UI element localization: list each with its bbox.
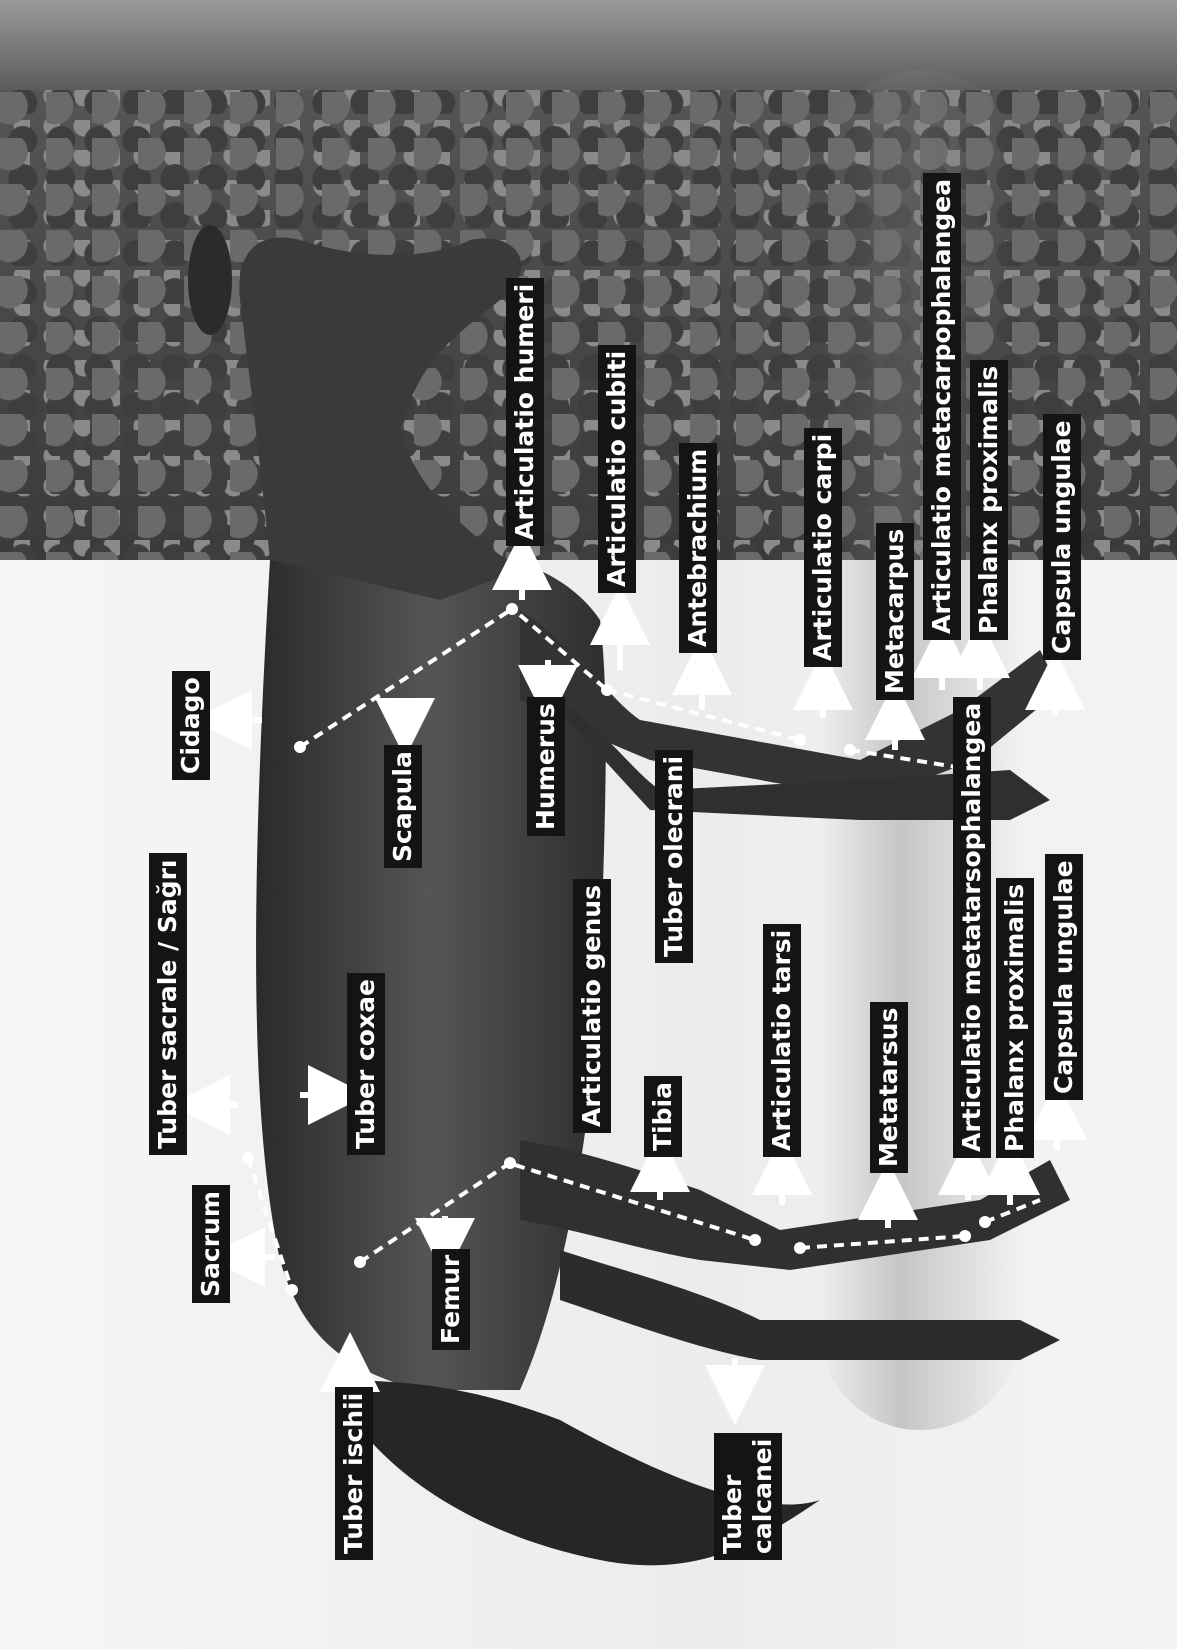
label-tuber-coxae: Tuber coxae bbox=[347, 973, 385, 1155]
label-humerus: Humerus bbox=[527, 697, 565, 836]
label-articulatio-genus: Articulatio genus bbox=[573, 879, 611, 1133]
label-tuber-olecrani: Tuber olecrani bbox=[655, 750, 693, 963]
label-tuber-ischii: Tuber ischii bbox=[335, 1387, 373, 1560]
label-scapula: Scapula bbox=[384, 745, 422, 868]
label-femur: Femur bbox=[432, 1249, 470, 1350]
label-articulatio-metatarsophalangea: Articulatio metatarsophalangea bbox=[953, 697, 991, 1158]
label-tuber-sacrale: Tuber sacrale / Sağrı bbox=[149, 854, 187, 1156]
label-articulatio-carpi: Articulatio carpi bbox=[804, 428, 842, 667]
label-articulatio-tarsi: Articulatio tarsi bbox=[763, 924, 801, 1157]
label-antebrachium: Antebrachium bbox=[679, 443, 717, 653]
label-tuber-calcanei-line1: Tuber bbox=[718, 1439, 748, 1554]
label-articulatio-metacarpophalangea: Articulatio metacarpophalangea bbox=[923, 173, 961, 640]
label-capsula-ungulae-hind: Capsula ungulae bbox=[1045, 854, 1083, 1100]
label-phalanx-proximalis-hind: Phalanx proximalis bbox=[996, 878, 1034, 1158]
label-metacarpus: Metacarpus bbox=[876, 523, 914, 700]
label-sacrum: Sacrum bbox=[192, 1185, 230, 1303]
label-tuber-calcanei-line2: calcanei bbox=[748, 1439, 778, 1554]
label-tibia: Tibia bbox=[644, 1076, 682, 1157]
label-tuber-calcanei: Tuber calcanei bbox=[714, 1433, 782, 1560]
label-cidago: Cidago bbox=[172, 671, 210, 780]
label-capsula-ungulae-fore: Capsula ungulae bbox=[1043, 414, 1081, 660]
label-phalanx-proximalis-fore: Phalanx proximalis bbox=[970, 360, 1008, 640]
label-articulatio-cubiti: Articulatio cubiti bbox=[598, 345, 636, 593]
label-articulatio-humeri: Articulatio humeri bbox=[506, 278, 544, 546]
label-metatarsus: Metatarsus bbox=[870, 1002, 908, 1173]
